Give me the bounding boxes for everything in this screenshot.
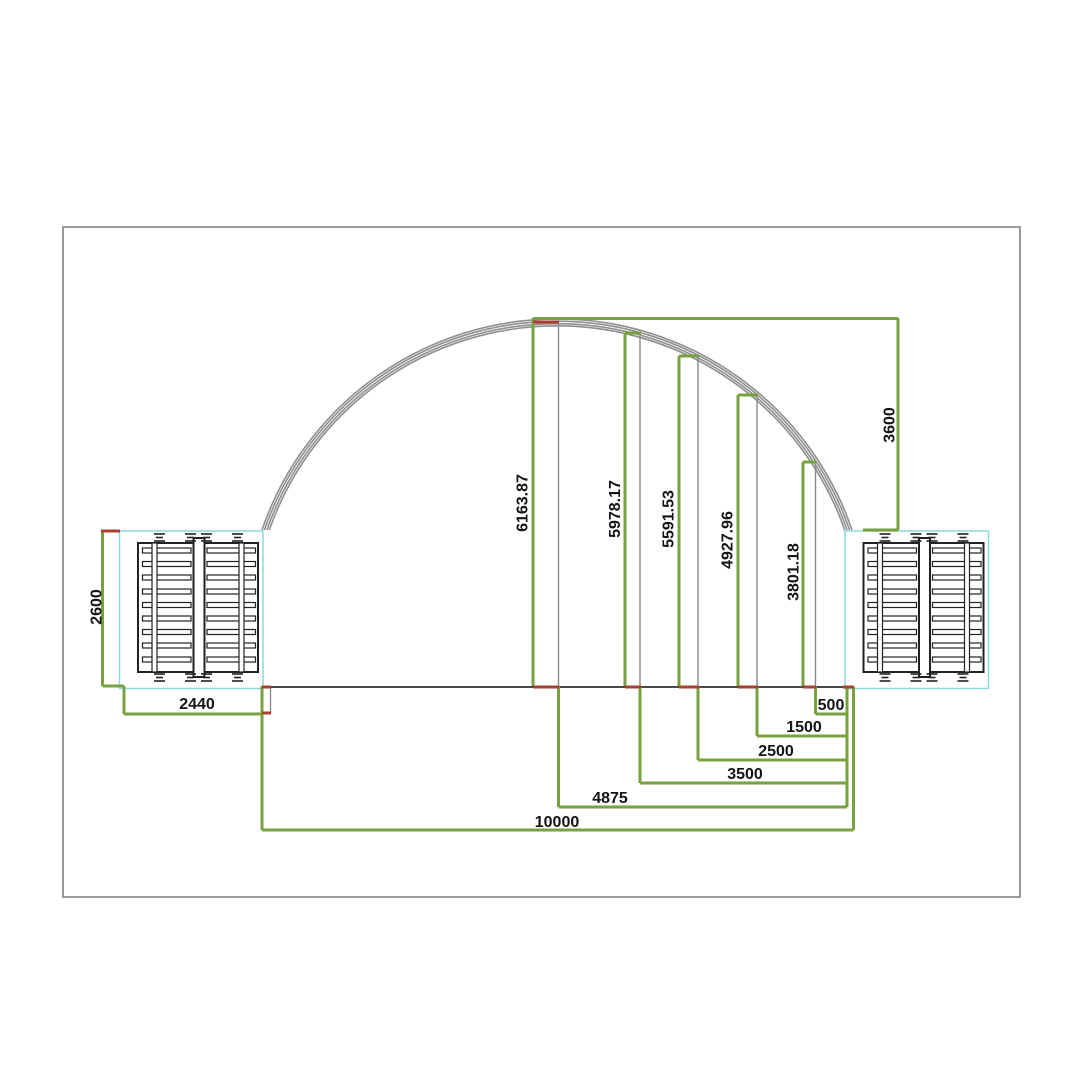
right-container-structure (845, 531, 989, 689)
width-dimension-extensions (122, 686, 855, 830)
dim-label-height-3801: 3801.18 (786, 543, 803, 601)
height-dimension-lines (101, 317, 900, 688)
projection-drop-lines (269, 324, 817, 713)
dim-label-container-width: 2440 (179, 696, 215, 713)
arch-rib-band (261, 318, 853, 531)
left-container-structure (120, 531, 264, 689)
width-dimension-lines (124, 712, 854, 832)
dim-label-height-5591: 5591.53 (661, 490, 678, 548)
dim-label-offset-500: 500 (818, 697, 845, 714)
dim-label-height-6163: 6163.87 (515, 474, 532, 532)
dim-label-arch-rise-3600: 3600 (882, 407, 899, 443)
dim-label-height-4927: 4927.96 (720, 511, 737, 569)
dim-label-container-height: 2600 (89, 589, 106, 625)
dim-label-offset-4875: 4875 (592, 790, 628, 807)
dim-label-offset-1500: 1500 (786, 719, 822, 736)
dim-label-offset-3500: 3500 (727, 766, 763, 783)
dim-label-offset-2500: 2500 (758, 743, 794, 760)
dim-label-height-5978: 5978.17 (607, 480, 624, 538)
drawing-border (62, 226, 1021, 898)
red-tick-marks (101, 320, 854, 715)
dim-label-total-span: 10000 (535, 814, 580, 831)
